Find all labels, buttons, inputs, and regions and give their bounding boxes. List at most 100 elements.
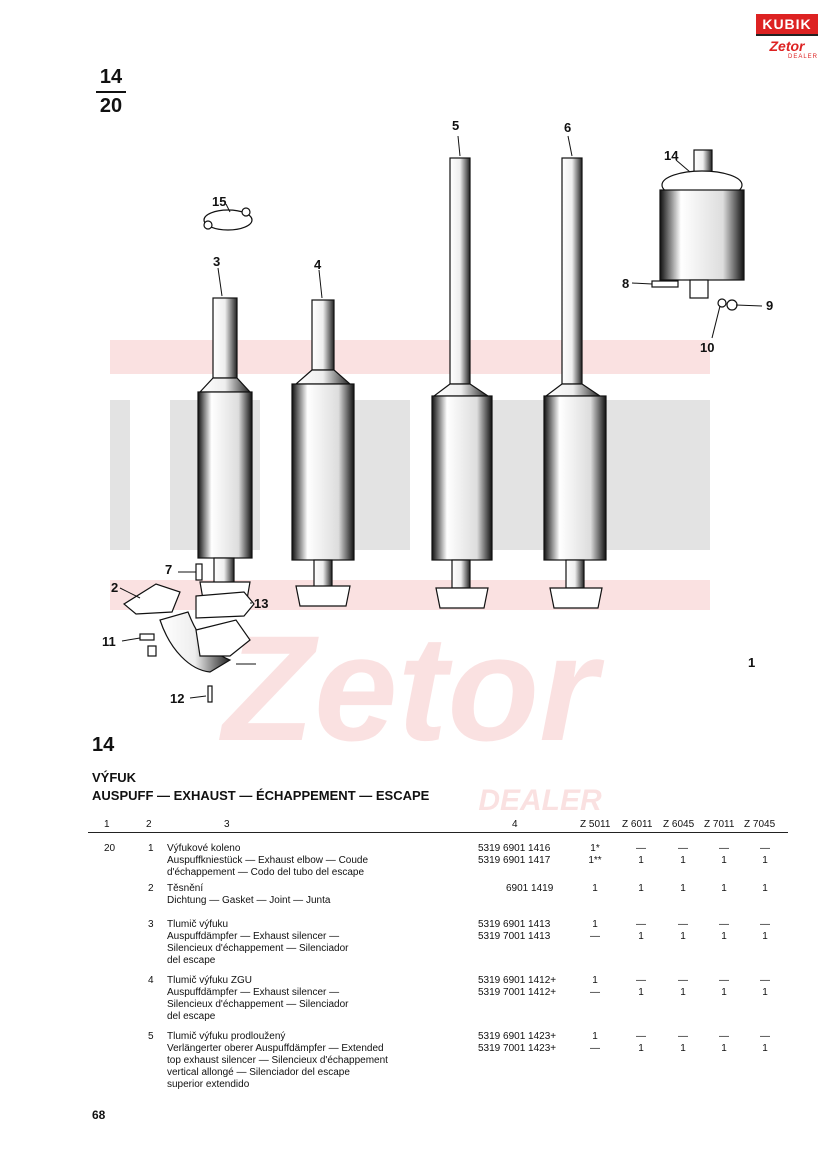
group-number: 20 (104, 843, 116, 854)
callout-9: 9 (766, 298, 774, 313)
pin-12 (207, 685, 213, 703)
part-numbers: 6901 1419 (506, 883, 554, 894)
watermark-subtext: DEALER (478, 784, 602, 817)
qty-z6045: 1 (680, 883, 686, 894)
bolt-7 (195, 563, 203, 581)
part-numbers: 5319 6901 1413 5319 7001 1413 (478, 919, 551, 942)
page-section-fraction: 14 20 (96, 66, 126, 118)
qty-z6011: —1 (636, 975, 646, 998)
silencer-14 (651, 149, 745, 311)
fraction-numerator: 14 (96, 66, 126, 93)
qty-z7011: —1 (719, 843, 729, 866)
qty-z7045: —1 (760, 1031, 770, 1054)
page-number: 68 (92, 1108, 106, 1122)
callout-7: 7 (165, 562, 173, 577)
callout-11: 11 (102, 634, 116, 649)
qty-z7045: —1 (760, 975, 770, 998)
qty-z6045: —1 (678, 919, 688, 942)
callout-14: 14 (664, 148, 679, 163)
clamp-15 (203, 207, 253, 231)
watermark-text: Zetor (219, 604, 606, 772)
qty-z5011: 1— (590, 919, 600, 942)
callout-8: 8 (622, 276, 630, 291)
header-z5011: Z 5011 (580, 819, 611, 830)
fraction-denominator: 20 (99, 95, 123, 117)
header-col-2: 2 (146, 819, 152, 830)
callout-4: 4 (314, 257, 322, 272)
kubik-zetor-logo: KUBIK Zetor DEALER (756, 14, 818, 74)
kubik-logo-text: KUBIK (756, 14, 818, 34)
gasket-2 (122, 583, 181, 615)
header-col-4: 4 (512, 819, 518, 830)
flange-13 (195, 591, 255, 619)
part-numbers: 5319 6901 1416 5319 6901 1417 (478, 843, 551, 866)
qty-z5011: 1 (592, 883, 598, 894)
dealer-logo-text: DEALER (787, 54, 818, 60)
table-row: 5 Tlumič výfuku prodloužený Verlängerter… (88, 1031, 788, 1095)
qty-z7045: —1 (760, 919, 770, 942)
qty-z6011: —1 (636, 843, 646, 866)
table-row: 20 1 Výfukové koleno Auspuffkniestück — … (88, 843, 788, 883)
callout-1: 1 (748, 655, 756, 670)
qty-z6045: —1 (678, 975, 688, 998)
position-number: 2 (148, 883, 154, 894)
section-title-multilingual: AUSPUFF — EXHAUST — ÉCHAPPEMENT — ESCAPE (92, 788, 430, 803)
position-number: 3 (148, 919, 154, 930)
position-number: 5 (148, 1031, 154, 1042)
part-description: Výfukové koleno Auspuffkniestück — Exhau… (167, 843, 369, 878)
callout-13: 13 (254, 596, 269, 611)
callout-10: 10 (700, 340, 715, 355)
parts-table: 1 2 3 4 Z 5011 Z 6011 Z 6045 Z 7011 Z 70… (88, 818, 788, 1095)
position-number: 4 (148, 975, 154, 986)
part-description: Tlumič výfuku Auspuffdämpfer — Exhaust s… (167, 919, 349, 966)
exhaust-elbow-1 (159, 611, 251, 673)
qty-z7011: —1 (719, 1031, 729, 1054)
callout-5: 5 (452, 118, 460, 133)
section-title-cz: VÝFUK (92, 770, 137, 785)
qty-z7045: 1 (762, 883, 768, 894)
table-row: 2 Těsnění Dichtung — Gasket — Joint — Ju… (88, 883, 788, 919)
part-description: Tlumič výfuku prodloužený Verlängerter o… (167, 1031, 388, 1090)
qty-z7011: 1 (721, 883, 727, 894)
bolt-11b (147, 645, 157, 657)
exhaust-exploded-diagram (119, 135, 763, 703)
header-z6045: Z 6045 (663, 819, 695, 830)
qty-z5011: 1— (590, 1031, 600, 1054)
callout-6: 6 (564, 120, 572, 135)
section-number: 14 (92, 734, 115, 756)
qty-z6011: —1 (636, 1031, 646, 1054)
silencer-4 (291, 299, 355, 607)
zetor-logo-text: Zetor (769, 38, 805, 54)
table-row: 3 Tlumič výfuku Auspuffdämpfer — Exhaust… (88, 919, 788, 975)
qty-z7011: —1 (719, 919, 729, 942)
bolt-11 (139, 633, 155, 641)
qty-z7011: —1 (719, 975, 729, 998)
qty-z6045: —1 (678, 843, 688, 866)
logo-divider (756, 34, 818, 36)
callout-3: 3 (213, 254, 221, 269)
header-col-3: 3 (224, 819, 230, 830)
qty-z5011: 1— (590, 975, 600, 998)
header-z6011: Z 6011 (622, 819, 653, 830)
qty-z6045: —1 (678, 1031, 688, 1054)
qty-z6011: —1 (636, 919, 646, 942)
callout-2: 2 (111, 580, 119, 595)
qty-z7045: —1 (760, 843, 770, 866)
callout-15: 15 (212, 194, 227, 209)
header-z7045: Z 7045 (744, 819, 776, 830)
header-col-1: 1 (104, 819, 110, 830)
part-description: Těsnění Dichtung — Gasket — Joint — Junt… (167, 883, 331, 906)
header-z7011: Z 7011 (704, 819, 735, 830)
table-header: 1 2 3 4 Z 5011 Z 6011 Z 6045 Z 7011 Z 70… (88, 818, 788, 833)
silencer-3 (197, 297, 253, 606)
part-numbers: 5319 6901 1423+ 5319 7001 1423+ (478, 1031, 557, 1054)
silencer-5 (431, 157, 493, 609)
position-number: 1 (148, 843, 154, 854)
part-numbers: 5319 6901 1412+ 5319 7001 1412+ (478, 975, 557, 998)
callout-12: 12 (170, 691, 185, 706)
silencer-6 (543, 157, 607, 609)
part-description: Tlumič výfuku ZGU Auspuffdämpfer — Exhau… (167, 975, 349, 1022)
table-row: 4 Tlumič výfuku ZGU Auspuffdämpfer — Exh… (88, 975, 788, 1031)
qty-z5011: 1*1** (588, 843, 602, 866)
qty-z6011: 1 (638, 883, 644, 894)
